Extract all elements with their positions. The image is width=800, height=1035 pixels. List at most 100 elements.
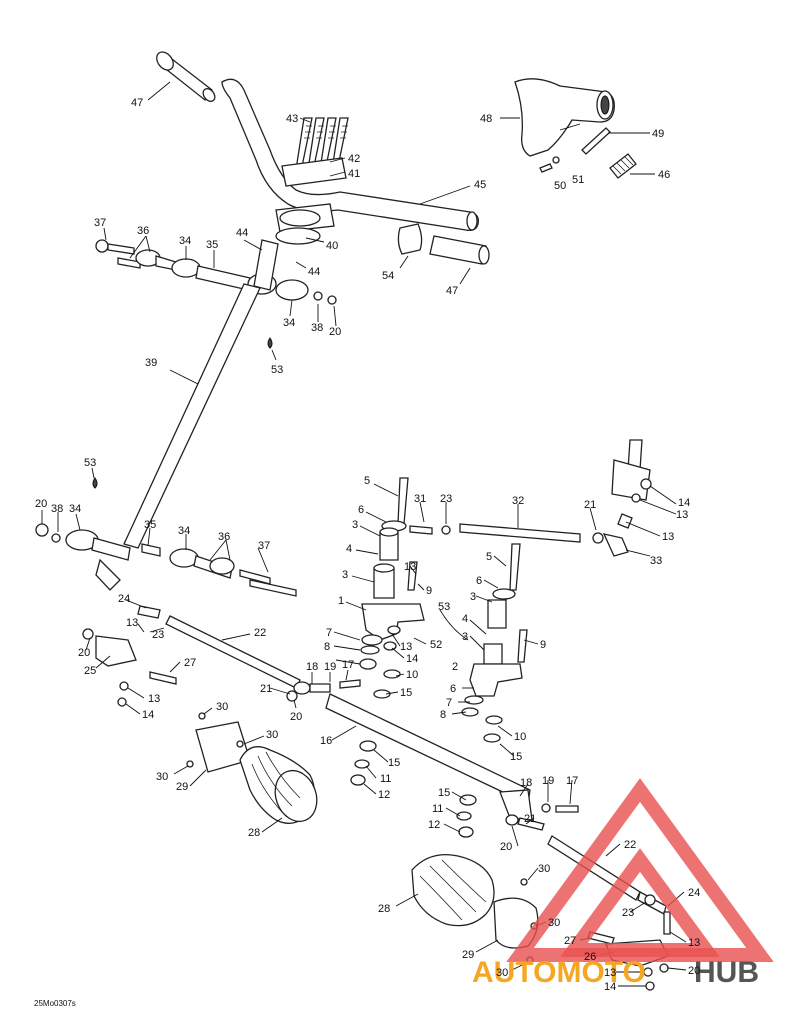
callout-12: 12	[378, 789, 390, 801]
callout-38: 38	[51, 503, 63, 515]
callout-labels: 47 43 42 41 45 48 49 46 50 51 37 36 34 3…	[35, 97, 700, 993]
callout-29: 29	[176, 781, 188, 793]
callout-4: 4	[462, 613, 468, 625]
callout-14: 14	[142, 709, 154, 721]
callout-3: 3	[462, 631, 468, 643]
callout-5: 5	[364, 475, 370, 487]
callout-8: 8	[440, 709, 446, 721]
callout-20: 20	[78, 647, 90, 659]
callout-39: 39	[145, 357, 157, 369]
callout-24: 24	[688, 887, 700, 899]
callout-34: 34	[283, 317, 295, 329]
watermark-triangle-outer	[506, 778, 774, 962]
callout-6: 6	[358, 504, 364, 516]
callout-33: 33	[650, 555, 662, 567]
callout-20: 20	[688, 965, 700, 977]
callout-25: 25	[84, 665, 96, 677]
watermark-brand-b: HUB	[694, 956, 759, 989]
callout-3: 3	[342, 569, 348, 581]
callout-23: 23	[152, 629, 164, 641]
callout-18: 18	[520, 777, 532, 789]
callout-13: 13	[688, 937, 700, 949]
callout-12: 12	[428, 819, 440, 831]
callout-15: 15	[510, 751, 522, 763]
callout-35: 35	[206, 239, 218, 251]
steering-boot-right	[411, 853, 539, 949]
callout-13: 13	[662, 531, 674, 543]
callout-24: 24	[118, 593, 130, 605]
callout-34: 34	[69, 503, 81, 515]
callout-23: 23	[440, 493, 452, 505]
callout-36: 36	[218, 531, 230, 543]
callout-44: 44	[308, 266, 320, 278]
handlebar-grip-right	[429, 235, 490, 265]
callout-44: 44	[236, 227, 248, 239]
callout-13: 13	[148, 693, 160, 705]
callout-7: 7	[326, 627, 332, 639]
callout-30: 30	[216, 701, 228, 713]
callout-13: 13	[676, 509, 688, 521]
callout-32: 32	[512, 495, 524, 507]
callout-31: 31	[414, 493, 426, 505]
callout-26: 26	[584, 951, 596, 963]
callout-27: 27	[564, 935, 576, 947]
throttle-housing	[514, 78, 615, 157]
callout-53: 53	[438, 601, 450, 613]
callout-21: 21	[524, 813, 536, 825]
callout-27: 27	[184, 657, 196, 669]
callout-53: 53	[271, 364, 283, 376]
callout-50: 50	[554, 180, 566, 192]
callout-37: 37	[94, 217, 106, 229]
upper-tie-rod	[95, 239, 337, 305]
callout-3: 3	[352, 519, 358, 531]
callout-54: 54	[382, 270, 394, 282]
callout-13: 13	[404, 561, 416, 573]
callout-22: 22	[254, 627, 266, 639]
grease-point-lower	[92, 477, 98, 489]
callout-15: 15	[438, 787, 450, 799]
callout-36: 36	[137, 225, 149, 237]
grip-bushing	[397, 223, 423, 255]
callout-30: 30	[266, 729, 278, 741]
callout-13: 13	[400, 641, 412, 653]
tie-rod-left	[82, 605, 311, 707]
grease-point-upper	[267, 337, 273, 349]
callout-29: 29	[462, 949, 474, 961]
callout-15: 15	[400, 687, 412, 699]
callout-8: 8	[324, 641, 330, 653]
callout-21: 21	[260, 683, 272, 695]
callout-20: 20	[290, 711, 302, 723]
callout-30: 30	[548, 917, 560, 929]
callout-20: 20	[500, 841, 512, 853]
callout-3: 3	[470, 591, 476, 603]
callout-20: 20	[35, 498, 47, 510]
callout-9: 9	[540, 639, 546, 651]
callout-5: 5	[486, 551, 492, 563]
callout-14: 14	[678, 497, 690, 509]
callout-13: 13	[604, 967, 616, 979]
throttle-pin	[581, 127, 611, 155]
callout-38: 38	[311, 322, 323, 334]
lower-steering-link	[309, 679, 579, 838]
callout-43: 43	[286, 113, 298, 125]
callout-30: 30	[156, 771, 168, 783]
callout-18: 18	[306, 661, 318, 673]
callout-4: 4	[346, 543, 352, 555]
callout-20: 20	[329, 326, 341, 338]
callout-41: 41	[348, 168, 360, 180]
handlebar-clamp	[275, 157, 347, 245]
steering-spindle-left	[359, 477, 425, 699]
callout-19: 19	[324, 661, 336, 673]
handlebar	[221, 78, 479, 232]
callout-15: 15	[388, 757, 400, 769]
callout-49: 49	[652, 128, 664, 140]
callout-17: 17	[342, 659, 354, 671]
callout-13: 13	[126, 617, 138, 629]
callout-45: 45	[474, 179, 486, 191]
centre-link	[409, 523, 629, 557]
callout-17: 17	[566, 775, 578, 787]
callout-10: 10	[406, 669, 418, 681]
watermark-brand-a: AUTOMOTO	[472, 956, 646, 989]
housing-screw	[539, 163, 553, 173]
